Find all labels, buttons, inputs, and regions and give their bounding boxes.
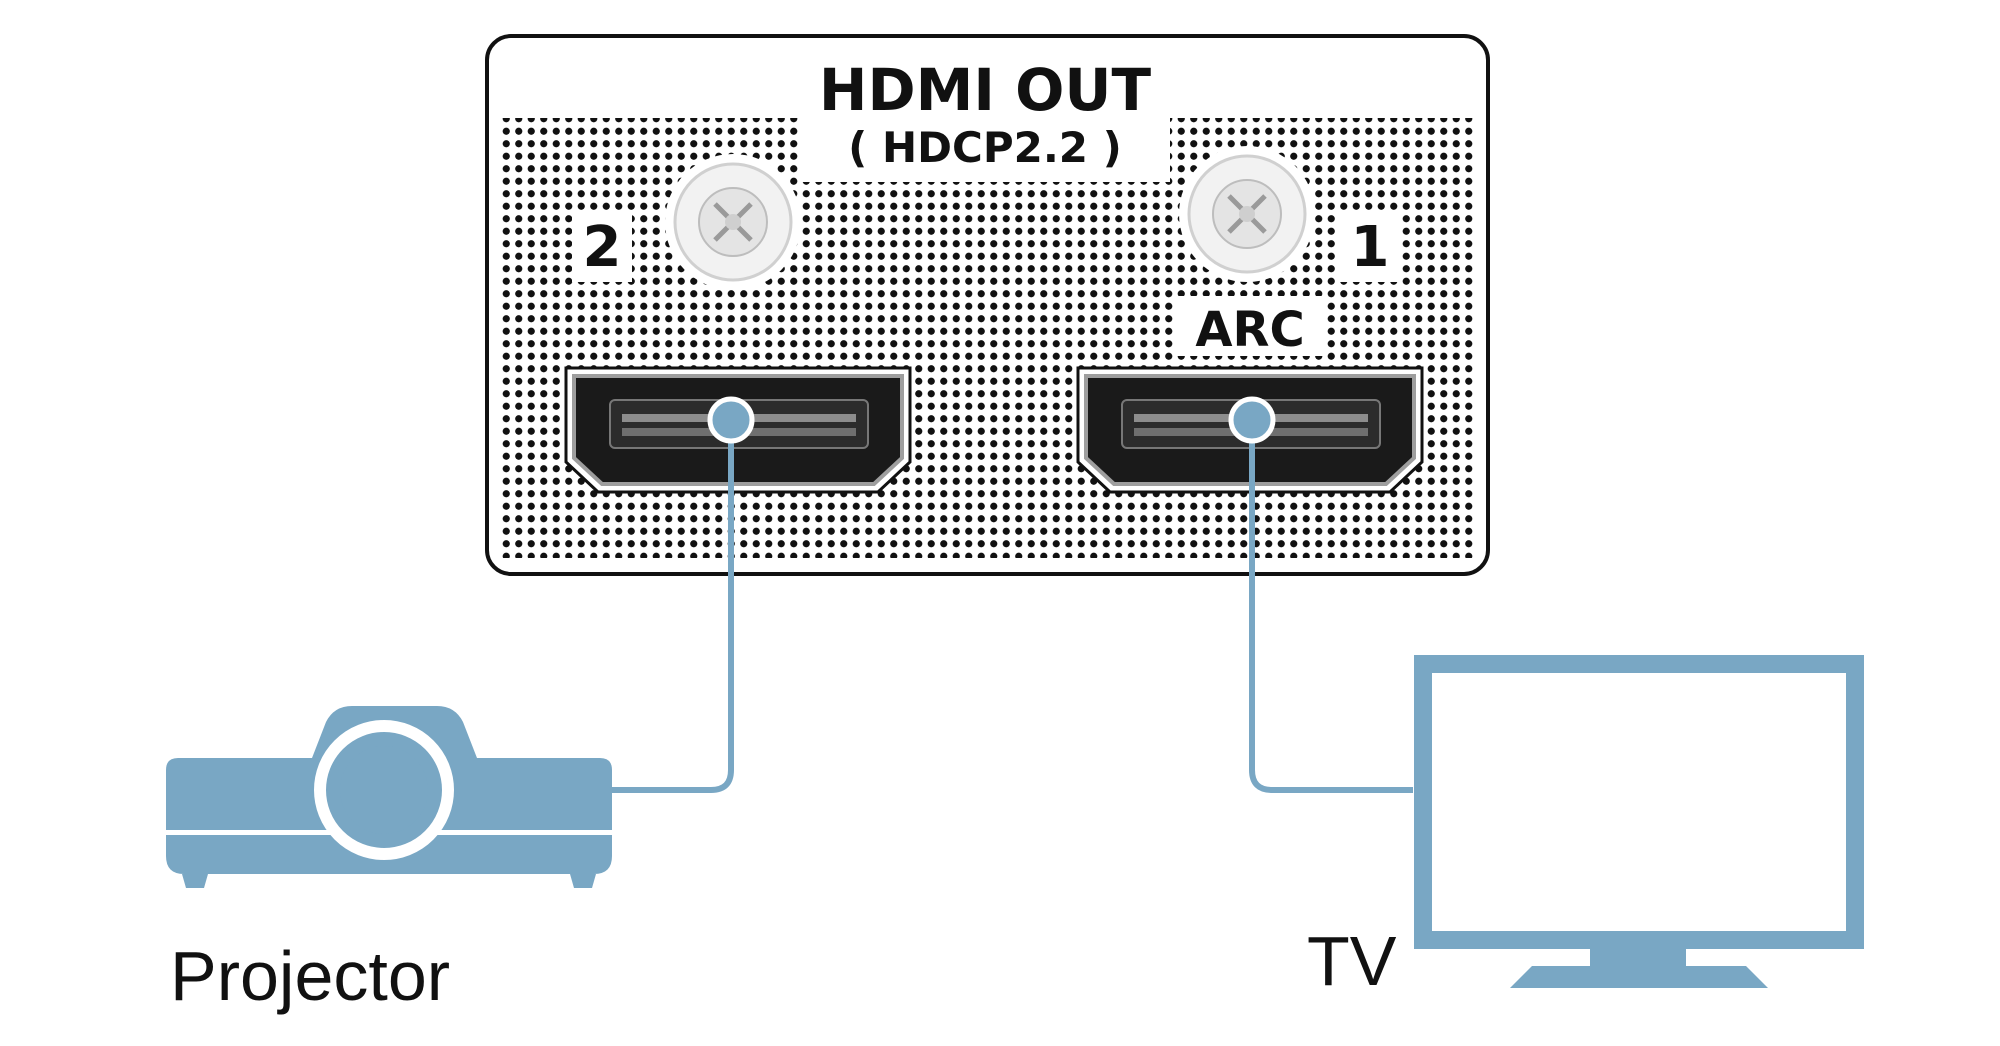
tv-icon [1414, 655, 1864, 988]
port-2-cable-endpoint [707, 396, 755, 444]
tv-cable [1228, 396, 1413, 793]
projector-label: Projector [170, 937, 450, 1015]
port-1-arc-tag: ARC [1195, 302, 1304, 358]
projector-cable [612, 396, 755, 793]
tv-label: TV [1307, 922, 1397, 1000]
port-1-number: 1 [1351, 215, 1390, 280]
port-1-screw-icon [1179, 146, 1315, 282]
port-2-number: 2 [583, 215, 622, 280]
panel-title: HDMI OUT [819, 56, 1152, 124]
projector-icon [166, 706, 612, 888]
port-1-cable-endpoint [1228, 396, 1276, 444]
port-2-screw-icon [665, 154, 801, 290]
hdmi-out-panel: HDMI OUT ( HDCP2.2 ) 2 1 ARC [485, 34, 1490, 576]
panel-subtitle: ( HDCP2.2 ) [848, 123, 1122, 172]
